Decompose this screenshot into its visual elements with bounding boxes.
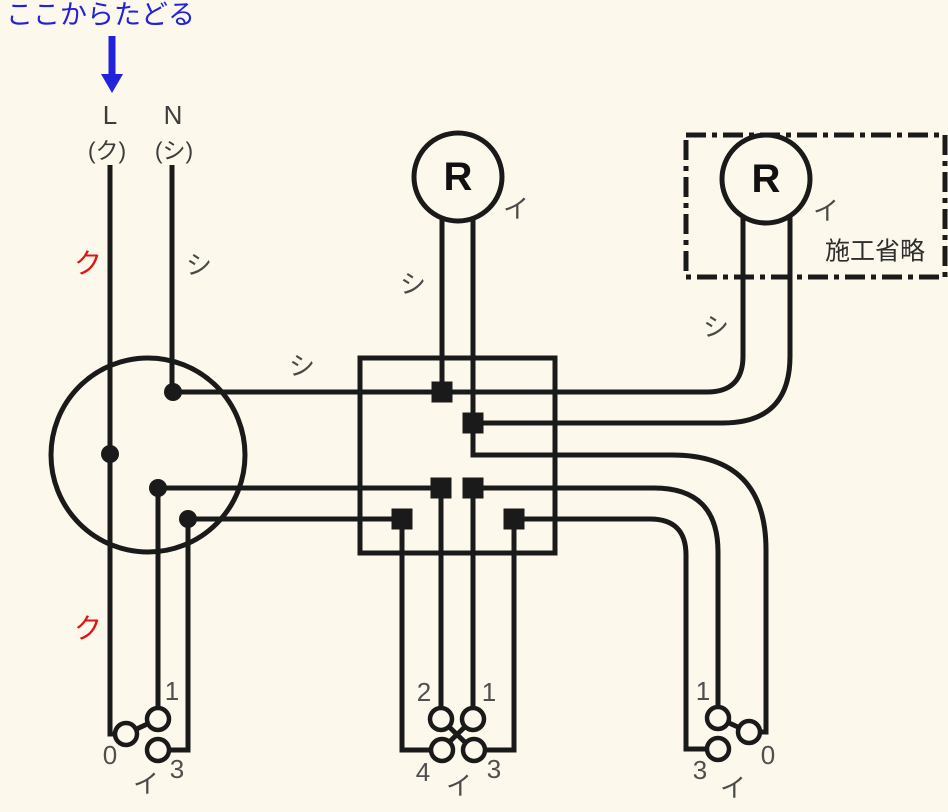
junction-dot-traveler1: [149, 479, 167, 497]
wire-box-to-right-switch-1: [473, 485, 721, 707]
four-way-terminal-2: [427, 705, 455, 733]
left-switch-label-1: 1: [164, 676, 180, 706]
guide-arrow-head: [101, 74, 123, 93]
wire-neutral-to-lamps: [173, 217, 746, 395]
right-lamp-circle: [719, 132, 813, 226]
wire-four-way-4-up: [399, 519, 431, 753]
white-wire-label-near-source: シ: [185, 250, 213, 280]
left-lamp-circle: [411, 130, 505, 224]
connection-square-traveler-4: [391, 508, 413, 530]
connection-square-traveler-2: [430, 477, 452, 499]
omission-boundary-box: [683, 132, 948, 280]
left-switch-label-0: 0: [102, 740, 118, 770]
right-switch-terminal-0: [735, 718, 763, 746]
source-live-wire-label: (ク): [87, 137, 127, 164]
connection-square-neutral: [431, 381, 453, 403]
four-way-label-1: 1: [481, 677, 497, 707]
connection-square-return: [462, 412, 484, 434]
source-live-terminal-label: L: [102, 100, 118, 130]
four-way-terminal-4: [428, 736, 456, 764]
left-switch-terminal-1: [144, 705, 172, 733]
left-switch-circuit-label: イ: [132, 769, 160, 799]
junction-dot-live: [101, 445, 119, 463]
guide-label: ここからたどる: [6, 0, 195, 30]
left-lamp-circuit-label: イ: [502, 194, 530, 224]
source-neutral-terminal-label: N: [163, 100, 183, 130]
omission-label: 施工省略: [824, 237, 926, 266]
connection-square-traveler-3: [503, 508, 525, 530]
four-way-terminal-3: [460, 736, 488, 764]
four-way-label-2: 2: [416, 677, 432, 707]
guide-arrow-icon: [101, 36, 123, 93]
junction-dots: [101, 383, 197, 528]
right-lamp-circuit-label: イ: [812, 196, 840, 226]
four-way-terminal-1: [459, 705, 487, 733]
right-switch-circuit-label: イ: [719, 773, 747, 803]
guide-arrow-shaft: [108, 36, 116, 76]
wire-four-way-3-up: [485, 519, 517, 753]
four-way-label-4: 4: [415, 757, 431, 787]
left-lamp-symbol: R: [443, 155, 473, 199]
connection-square-traveler-1: [462, 477, 484, 499]
switch-terminals: [112, 704, 763, 764]
black-wire-label-upper: ク: [73, 248, 103, 279]
four-way-label-3: 3: [486, 754, 502, 784]
left-switch-terminal-3: [144, 736, 172, 764]
right-switch-label-3: 3: [692, 755, 708, 785]
wire-return-to-right-switch-0: [470, 423, 769, 735]
white-wire-label-to-box: シ: [288, 351, 316, 381]
left-switch-label-3: 3: [169, 754, 185, 784]
white-wire-label-left-lamp: シ: [399, 269, 427, 299]
right-switch-label-0: 0: [760, 740, 776, 770]
white-wire-label-right-lamp: シ: [702, 312, 730, 342]
wire-left-switch-3-up: [169, 519, 191, 753]
right-switch-terminal-3: [704, 735, 732, 763]
box-connection-squares: [391, 381, 525, 530]
source-neutral-wire-label: (シ): [154, 137, 194, 164]
left-switch-terminal-0: [112, 720, 140, 748]
four-way-circuit-label: イ: [445, 771, 473, 801]
wire-box-to-right-switch-3: [514, 516, 707, 752]
junction-box-circle: [48, 355, 248, 555]
wires: [107, 165, 793, 753]
right-switch-terminal-1: [704, 704, 732, 732]
wire-right-lamp-return-lead: [473, 217, 793, 426]
right-switch-label-1: 1: [695, 676, 711, 706]
right-lamp-symbol: R: [751, 157, 781, 201]
black-wire-label-lower: ク: [73, 613, 103, 644]
junction-dot-neutral: [164, 383, 182, 401]
junction-dot-traveler3: [179, 510, 197, 528]
